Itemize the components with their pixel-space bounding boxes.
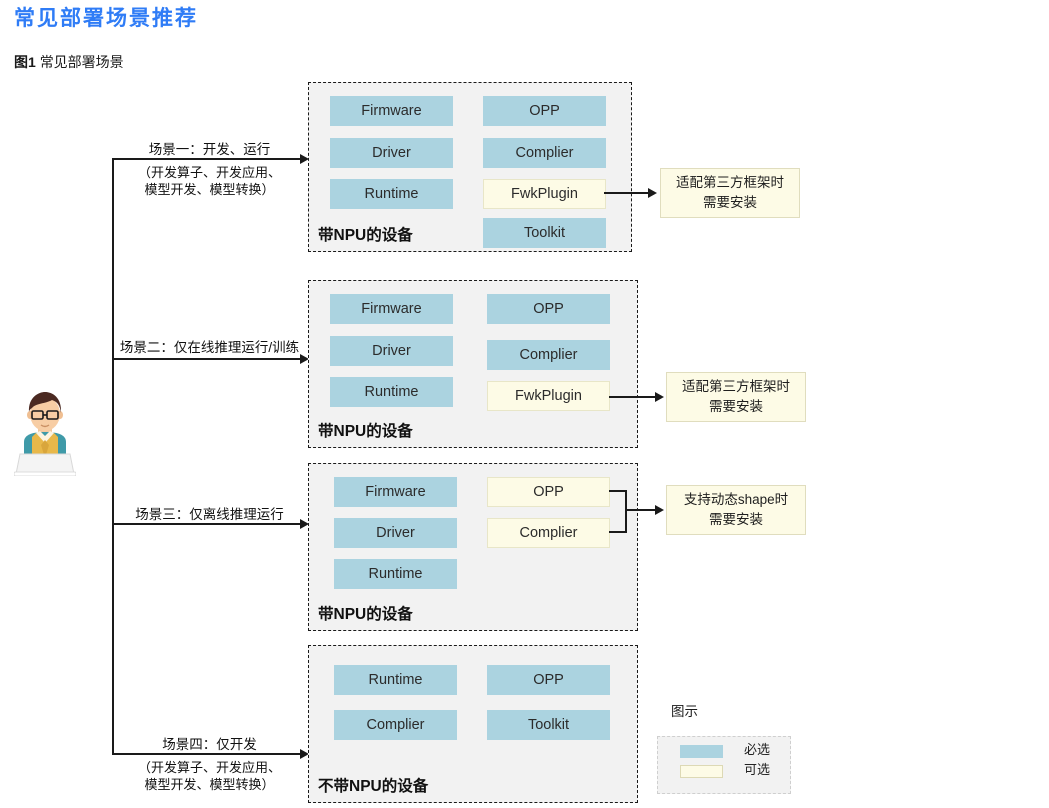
scenario-1-component-runtime[interactable]: Runtime [330, 179, 453, 209]
scenario-1-label: 场景一：开发、运行 [148, 142, 271, 157]
scenario-3-component-firmware[interactable]: Firmware [334, 477, 457, 507]
scenario-4-component-complier[interactable]: Complier [334, 710, 457, 740]
scenario-1-component-firmware[interactable]: Firmware [330, 96, 453, 126]
legend-box: 必选 可选 [657, 736, 791, 794]
page-title: 常见部署场景推荐 [14, 6, 198, 30]
scenario-2-component-fwkplugin[interactable]: FwkPlugin [487, 381, 610, 411]
legend-swatch-optional [680, 765, 723, 778]
scenario-1-component-fwkplugin[interactable]: FwkPlugin [483, 179, 606, 209]
scenario-2-note-line1: 适配第三方框架时 [682, 379, 790, 394]
scenario-2-device-label: 带NPU的设备 [318, 423, 413, 440]
legend-label-required: 必选 [744, 742, 771, 757]
scenario-3-component-runtime[interactable]: Runtime [334, 559, 457, 589]
scenario-4-component-toolkit[interactable]: Toolkit [487, 710, 610, 740]
scenario-4-arrowhead-icon [300, 749, 309, 759]
scenario-1-sublabel: （开发算子、开发应用、 模型开发、模型转换） [112, 164, 307, 198]
scenario-2-component-complier[interactable]: Complier [487, 340, 610, 370]
figure-caption-text: 常见部署场景 [39, 54, 124, 70]
scenario-3-device-label: 带NPU的设备 [318, 606, 413, 623]
scenario-1-arrowhead-icon [300, 154, 309, 164]
scenario-1-note-line2: 需要安装 [703, 195, 757, 210]
scenario-3-bracket-top [609, 490, 626, 492]
scenario-1-note: 适配第三方框架时 需要安装 [660, 168, 800, 218]
scenario-2-note-line2: 需要安装 [709, 399, 763, 414]
scenario-1-panel: Firmware Driver Runtime OPP Complier Fwk… [308, 82, 632, 252]
legend-swatch-required [680, 745, 723, 758]
scenario-2-arrow-line [112, 358, 302, 360]
scenario-1-note-arrowhead-icon [648, 188, 657, 198]
scenario-1-component-toolkit[interactable]: Toolkit [483, 218, 606, 248]
scenario-3-component-opp[interactable]: OPP [487, 477, 610, 507]
scenario-1-device-label: 带NPU的设备 [318, 227, 413, 244]
scenario-2-component-firmware[interactable]: Firmware [330, 294, 453, 324]
scenario-3-component-driver[interactable]: Driver [334, 518, 457, 548]
scenario-2-arrowhead-icon [300, 354, 309, 364]
figure-number: 图1 [14, 54, 36, 70]
scenario-4-sublabel-line2: 模型开发、模型转换） [144, 777, 275, 792]
scenario-4-sublabel-line1: （开发算子、开发应用、 [137, 760, 281, 775]
scenario-4-component-opp[interactable]: OPP [487, 665, 610, 695]
scenario-2-component-runtime[interactable]: Runtime [330, 377, 453, 407]
scenario-1-component-complier[interactable]: Complier [483, 138, 606, 168]
scenario-3-arrowhead-icon [300, 519, 309, 529]
scenario-1-component-driver[interactable]: Driver [330, 138, 453, 168]
developer-avatar-icon [13, 388, 77, 481]
scenario-4-component-runtime[interactable]: Runtime [334, 665, 457, 695]
scenario-2-panel: Firmware Driver Runtime OPP Complier Fwk… [308, 280, 638, 448]
scenario-4-sublabel: （开发算子、开发应用、 模型开发、模型转换） [112, 759, 307, 793]
scenario-1-component-opp[interactable]: OPP [483, 96, 606, 126]
legend-title: 图示 [671, 704, 698, 719]
scenario-1-arrow-line [112, 158, 302, 160]
scenario-trunk-line [112, 158, 114, 753]
scenario-4-device-label: 不带NPU的设备 [318, 778, 429, 795]
scenario-2-label: 场景二：仅在线推理运行/训练 [119, 340, 300, 355]
scenario-4-label: 场景四：仅开发 [162, 737, 257, 752]
scenario-1-note-connector [604, 192, 650, 194]
scenario-2-note-connector [609, 396, 660, 398]
scenario-4-panel: Runtime Complier OPP Toolkit 不带NPU的设备 [308, 645, 638, 803]
scenario-3-panel: Firmware Driver Runtime OPP Complier 带NP… [308, 463, 638, 631]
scenario-3-label: 场景三：仅离线推理运行 [135, 507, 284, 522]
scenario-3-note: 支持动态shape时 需要安装 [666, 485, 806, 535]
scenario-2-component-driver[interactable]: Driver [330, 336, 453, 366]
scenario-3-bracket-bottom [609, 531, 626, 533]
scenario-1-sublabel-line2: 模型开发、模型转换） [144, 182, 275, 197]
scenario-1-note-line1: 适配第三方框架时 [676, 175, 784, 190]
scenario-4-arrow-line [112, 753, 302, 755]
scenario-3-note-connector [625, 509, 660, 511]
legend-label-optional: 可选 [744, 762, 771, 777]
scenario-3-component-complier[interactable]: Complier [487, 518, 610, 548]
scenario-2-component-opp[interactable]: OPP [487, 294, 610, 324]
scenario-3-note-line1: 支持动态shape时 [683, 492, 789, 507]
scenario-3-note-line2: 需要安装 [708, 512, 763, 527]
scenario-3-bracket-vertical [625, 490, 627, 533]
scenario-3-note-arrowhead-icon [655, 505, 664, 515]
scenario-2-note-arrowhead-icon [655, 392, 664, 402]
scenario-1-sublabel-line1: （开发算子、开发应用、 [137, 165, 281, 180]
scenario-2-note: 适配第三方框架时 需要安装 [666, 372, 806, 422]
scenario-3-arrow-line [112, 523, 302, 525]
figure-caption: 图1 常见部署场景 [14, 52, 124, 72]
